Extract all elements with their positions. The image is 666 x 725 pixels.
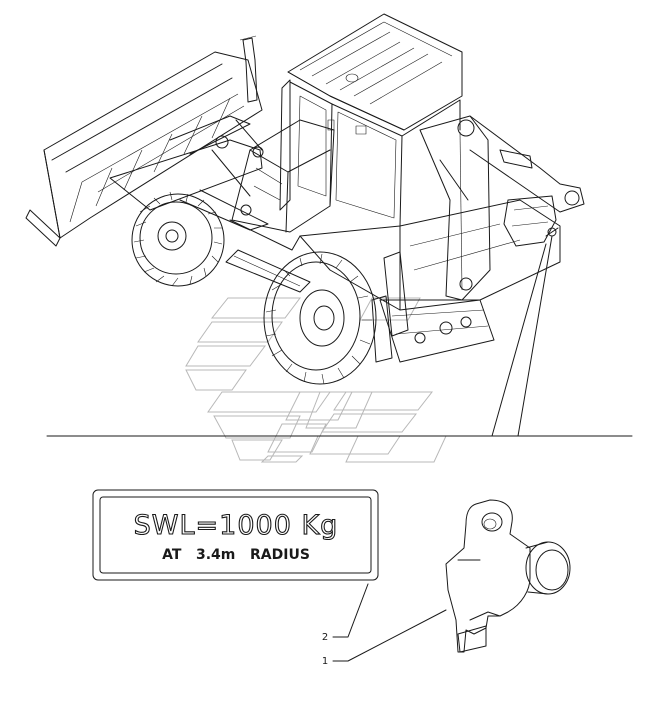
exhaust-stack bbox=[239, 35, 258, 103]
backhoe-bucket bbox=[503, 195, 557, 247]
loader-bucket bbox=[25, 51, 263, 247]
callout-1: 1 bbox=[322, 609, 447, 667]
chassis bbox=[299, 199, 561, 363]
front-wheel bbox=[131, 191, 225, 287]
callout-number-2: 2 bbox=[322, 632, 328, 643]
callout-number-1: 1 bbox=[322, 656, 328, 667]
callout-2: 2 bbox=[322, 583, 369, 643]
boom-mounting-point bbox=[545, 227, 559, 237]
swl-decal: SWL=1000 Kg AT 3.4m RADIUS bbox=[92, 489, 379, 581]
operator-cab bbox=[279, 13, 463, 227]
leader-lines-machine bbox=[491, 235, 553, 437]
decal-line1: SWL=1000 Kg bbox=[134, 510, 339, 541]
manufacturer-logo-watermark bbox=[185, 297, 447, 463]
decal-line2: AT 3.4m RADIUS bbox=[162, 547, 310, 563]
rear-wheel bbox=[263, 251, 377, 385]
backhoe-loader-illustration bbox=[25, 13, 585, 385]
backhoe-boom bbox=[419, 115, 585, 301]
lifting-eye-bracket bbox=[445, 499, 571, 653]
